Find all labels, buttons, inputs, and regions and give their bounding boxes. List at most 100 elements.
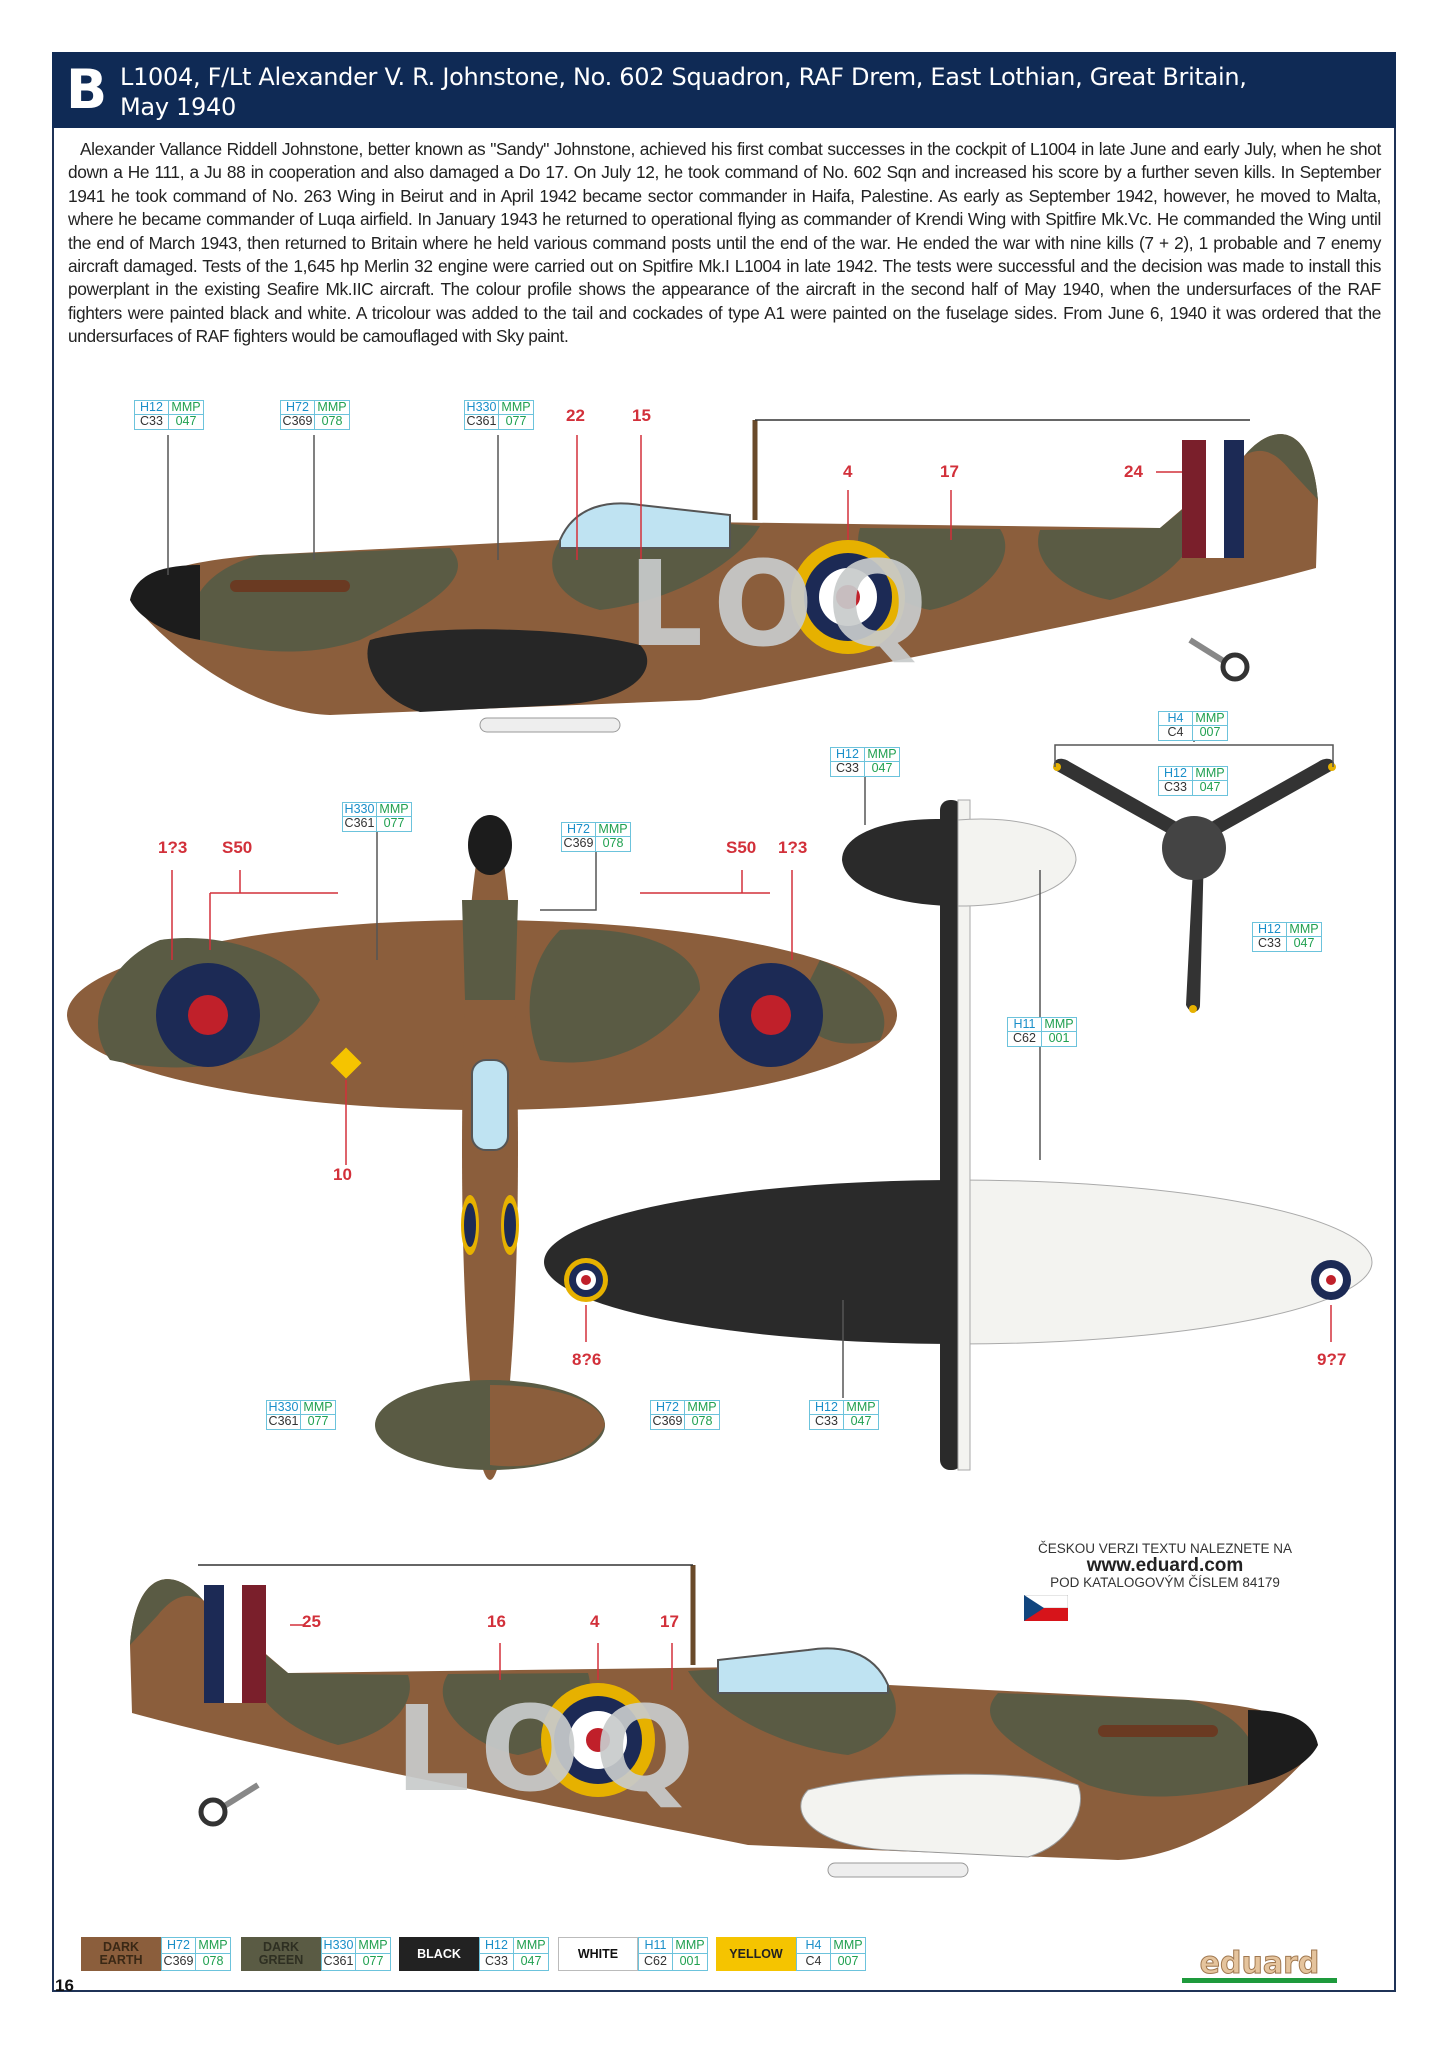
aircraft-code-top: LOQ	[628, 535, 942, 673]
paint-code: H4	[797, 1938, 831, 1954]
stencil-number: S50	[726, 838, 757, 857]
paint-code: 007	[1199, 726, 1221, 739]
czech-flag-icon	[1024, 1595, 1068, 1621]
paint-code: H12	[135, 401, 169, 415]
stencil-number: 22	[566, 406, 585, 425]
stencil-number: 4	[843, 462, 853, 481]
fuselage-roundel	[791, 540, 905, 654]
paint-code: MMP	[831, 1938, 865, 1954]
profile-header: B L1004, F/Lt Alexander V. R. Johnstone,…	[52, 52, 1396, 128]
paint-code: MMP	[1193, 712, 1227, 726]
paint-code: H72	[162, 1938, 196, 1954]
swatch: YELLOW	[716, 1937, 796, 1971]
page-number: 16	[55, 1976, 74, 1995]
paint-code: C369	[281, 415, 315, 429]
paint-code: 001	[679, 1954, 701, 1968]
paint-code: C33	[810, 1415, 844, 1429]
paint-code: MMP	[169, 401, 203, 415]
paint-code: 078	[202, 1954, 224, 1968]
paint-code: H12	[480, 1938, 514, 1954]
eduard-url-link[interactable]: www.eduard.com	[1086, 1555, 1244, 1576]
paint-code: 047	[1293, 937, 1315, 950]
profile-title: L1004, F/Lt Alexander V. R. Johnstone, N…	[120, 62, 1247, 122]
paint-code: C33	[831, 762, 865, 776]
paint-code: 077	[505, 415, 527, 428]
paint-code: C361	[465, 415, 499, 429]
paint-code: 077	[383, 817, 405, 830]
paint-code: H11	[1008, 1018, 1042, 1032]
paint-code: C33	[1159, 781, 1193, 795]
history-paragraph: Alexander Vallance Riddell Johnstone, be…	[68, 139, 1381, 347]
propeller-view	[1053, 725, 1336, 1013]
paint-code: MMP	[1287, 923, 1321, 937]
title-line-1: L1004, F/Lt Alexander V. R. Johnstone, N…	[120, 63, 1247, 91]
stencil-number: 1?3	[158, 838, 188, 857]
stencil-number: 15	[632, 406, 651, 425]
stencil-number: 17	[660, 1612, 679, 1631]
stencil-number: S50	[222, 838, 253, 857]
paint-code: H72	[281, 401, 315, 415]
paint-code: MMP	[196, 1938, 230, 1954]
paint-code: MMP	[844, 1401, 878, 1415]
paint-code: MMP	[685, 1401, 719, 1415]
stencil-number: 24	[1124, 462, 1143, 481]
swatch: WHITE	[558, 1937, 638, 1971]
paint-code: H12	[831, 748, 865, 762]
swatch: DARK GREEN	[241, 1937, 321, 1971]
swatch: BLACK	[399, 1937, 479, 1971]
paint-code: H11	[639, 1938, 673, 1954]
paint-code: H72	[651, 1401, 685, 1415]
paint-code: H330	[343, 803, 377, 817]
paint-code: 077	[362, 1954, 384, 1968]
paint-code: H12	[1253, 923, 1287, 937]
paint-code: H12	[1159, 767, 1193, 781]
czech-version-note: ČESKOU VERZI TEXTU NALEZNETE NA www.edua…	[1020, 1540, 1310, 1591]
bottom-view	[544, 777, 1373, 1471]
paint-code: MMP	[301, 1401, 335, 1415]
swatch: DARK EARTH	[81, 1937, 161, 1971]
paint-code: MMP	[1193, 767, 1227, 781]
paint-code: H330	[267, 1401, 301, 1415]
paint-code: C361	[322, 1954, 356, 1970]
eduard-logo: eduard	[1182, 1948, 1337, 1983]
paint-code: C33	[480, 1954, 514, 1970]
paint-code: C33	[1253, 937, 1287, 951]
paint-code: C4	[1159, 726, 1193, 740]
stencil-number: 25	[302, 1612, 321, 1631]
paint-code: C361	[343, 817, 377, 831]
paint-code: MMP	[514, 1938, 548, 1954]
paint-code: 077	[307, 1415, 329, 1428]
paint-code: MMP	[865, 748, 899, 762]
paint-code: H330	[322, 1938, 356, 1954]
paint-code: 007	[837, 1954, 859, 1968]
top-view	[67, 815, 897, 1480]
paint-code: MMP	[356, 1938, 390, 1954]
paint-code: MMP	[315, 401, 349, 415]
paint-code: 047	[520, 1954, 542, 1968]
profile-letter: B	[66, 58, 108, 121]
paint-code: 078	[321, 415, 343, 428]
paint-code: 047	[175, 415, 197, 428]
czech-note-line: POD KATALOGOVÝM ČÍSLEM 84179	[1050, 1575, 1280, 1590]
paint-code: C369	[651, 1415, 685, 1429]
paint-code: C4	[797, 1954, 831, 1970]
paint-code: 078	[691, 1415, 713, 1428]
paint-code: C62	[639, 1954, 673, 1970]
stencil-number: 4	[590, 1612, 600, 1631]
paint-code: C62	[1008, 1032, 1042, 1046]
